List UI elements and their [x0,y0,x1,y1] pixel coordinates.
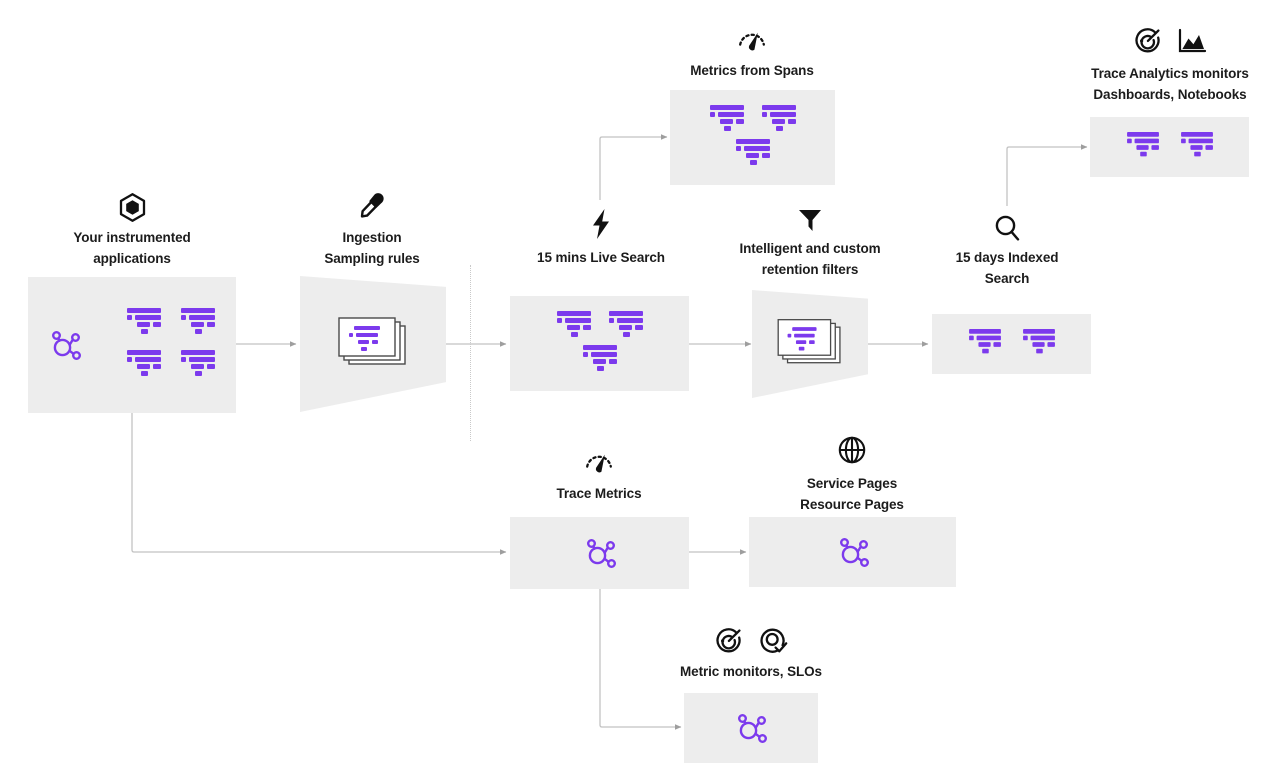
area-chart-icon [1178,28,1207,53]
indexed-search-label: 15 days Indexed Search [955,250,1059,286]
flow-apps-to-trace-metrics [131,413,507,555]
flamegraph-icon [709,104,744,131]
retention-filters-label: Intelligent and custom retention filters [739,241,881,277]
node-graph-icon [839,537,869,568]
ingestion-sampling-label: Ingestion Sampling rules [324,230,420,266]
flamegraph-icon [582,344,617,371]
trace-metrics-label: Trace Metrics [556,486,642,501]
node-graph-icon [51,330,82,361]
trace-analytics-panel [1090,117,1249,177]
flamegraph-icon [127,308,161,334]
flamegraph-icon [127,350,161,376]
flow-live-to-metrics-spans [599,134,668,200]
gauge-icon [739,32,765,51]
hexagon-icon [119,192,145,222]
retention-filters-icons [730,204,890,236]
lightning-bolt-icon [593,209,609,239]
pipeline-divider [470,265,471,441]
ingestion-sampling-panel [300,276,446,412]
stacked-cards-icon [777,319,841,364]
flamegraph-icon [608,310,643,337]
slo-target-check-icon [760,628,788,653]
node-graph-icon [586,538,616,569]
metrics-from-spans-icons [672,24,832,56]
eyedropper-icon [360,193,384,218]
globe-icon [838,436,866,464]
metric-monitors-panel [684,693,818,763]
flamegraph-icon [1022,329,1055,354]
flamegraph-icon [761,104,796,131]
service-pages-icons [772,434,932,466]
indexed-search-icons [927,212,1087,244]
flamegraph-icon [181,308,215,334]
monitor-target-icon [1135,28,1160,53]
instrumented-applications-label: Your instrumented applications [73,230,191,266]
flow-trace-metrics-to-monitors [599,589,682,730]
service-pages-panel [749,517,956,587]
service-pages-label: Service Pages Resource Pages [800,476,904,512]
flamegraph-icon [735,138,770,165]
retention-filters-panel [752,290,868,398]
monitor-target-icon [716,628,741,653]
flamegraph-icon [1180,132,1213,157]
trace-analytics-label: Trace Analytics monitors Dashboards, Not… [1091,66,1249,102]
instrumented-applications-panel [28,277,236,413]
flamegraph-group [124,308,218,382]
node-graph-icon [737,713,768,744]
funnel-filter-icon [799,210,821,231]
trace-metrics-icons [519,446,679,478]
gauge-icon [586,454,612,473]
trace-metrics-panel [510,517,689,589]
flamegraph-icon [556,310,591,337]
indexed-search-panel [932,314,1091,374]
flow-indexed-to-analytics [1006,144,1088,206]
stacked-cards-icon [338,317,406,365]
ingestion-sampling-icons [292,190,452,222]
live-search-icons [521,208,681,240]
flamegraph-icon [181,350,215,376]
flamegraph-icon [1126,132,1159,157]
live-search-label: 15 mins Live Search [537,250,665,265]
flamegraph-icon [968,329,1001,354]
metric-monitors-icons [671,624,831,658]
instrumented-applications-icons [52,192,212,222]
metric-monitors-label: Metric monitors, SLOs [680,664,822,679]
metrics-from-spans-label: Metrics from Spans [690,63,814,78]
metrics-from-spans-panel [670,90,835,185]
magnifier-icon [995,215,1020,241]
trace-analytics-icons [1090,24,1250,58]
live-search-panel [510,296,689,391]
